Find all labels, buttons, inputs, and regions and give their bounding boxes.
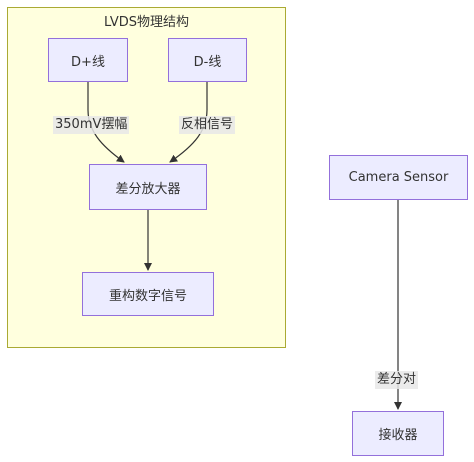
node-d-minus-label: D-线: [193, 54, 222, 70]
node-d-minus-line: D-线: [168, 38, 247, 82]
node-d-plus-label: D+线: [71, 54, 105, 70]
node-camera-sensor: Camera Sensor: [329, 155, 468, 200]
edge-label-inverted: 反相信号: [179, 116, 236, 134]
edge-label-diff-pair: 差分对: [375, 371, 419, 389]
node-diff-amplifier: 差分放大器: [89, 164, 207, 210]
node-reconstruct-label: 重构数字信号: [108, 288, 187, 304]
node-reconstruct-digital: 重构数字信号: [82, 272, 214, 316]
edge-label-350mv: 350mV摆幅: [53, 116, 130, 134]
node-receiver: 接收器: [352, 411, 444, 456]
node-diff-amplifier-label: 差分放大器: [115, 181, 181, 197]
edge-dminus-to-amp: [169, 82, 208, 163]
edge-dplus-to-amp: [87, 82, 125, 163]
cluster-title: LVDS物理结构: [104, 15, 189, 30]
node-camera-label: Camera Sensor: [348, 170, 449, 185]
node-receiver-label: 接收器: [378, 428, 418, 443]
node-d-plus-line: D+线: [48, 38, 128, 82]
